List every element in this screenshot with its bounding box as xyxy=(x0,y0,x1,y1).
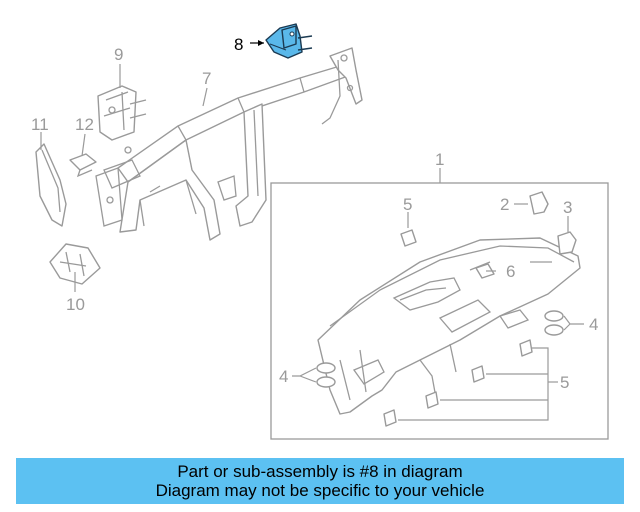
banner-line-2: Diagram may not be specific to your vehi… xyxy=(155,481,485,500)
part-3-clip xyxy=(557,231,577,255)
callout-7: 7 xyxy=(202,69,211,88)
part-12-pad xyxy=(69,153,97,178)
callout-6: 6 xyxy=(506,262,515,281)
callout-4-left: 4 xyxy=(279,367,288,386)
callout-5-right: 5 xyxy=(560,373,569,392)
part-8-highlighted-bracket xyxy=(265,23,313,59)
part-9-bracket xyxy=(97,85,147,141)
banner-line-1: Part or sub-assembly is #8 in diagram xyxy=(177,462,463,481)
callout-5-top: 5 xyxy=(403,195,412,214)
callout-12: 12 xyxy=(75,115,94,134)
info-banner: Part or sub-assembly is #8 in diagram Di… xyxy=(16,458,624,504)
instrument-panel xyxy=(317,237,581,415)
parts-diagram: 8 9 7 11 12 10 1 5 2 3 6 4 4 5 xyxy=(31,23,609,440)
callout-3: 3 xyxy=(563,198,572,217)
part-10-bracket xyxy=(49,243,101,285)
callout-4-right: 4 xyxy=(589,315,598,334)
part-6-clip xyxy=(475,263,495,279)
cross-car-beam xyxy=(95,47,363,241)
leader-lines xyxy=(40,40,584,421)
part-4-caps-left xyxy=(316,362,336,388)
part-4-caps-right xyxy=(544,310,564,336)
part-5-clip-top xyxy=(400,229,417,247)
part-11-panel xyxy=(35,143,67,227)
callout-10: 10 xyxy=(66,295,85,314)
callout-11: 11 xyxy=(31,115,49,134)
callout-9: 9 xyxy=(114,45,123,64)
callout-1: 1 xyxy=(435,150,444,169)
part-2-clip xyxy=(529,191,549,215)
callout-2: 2 xyxy=(500,195,509,214)
part-5-clips xyxy=(383,339,533,427)
callout-8: 8 xyxy=(234,35,243,54)
